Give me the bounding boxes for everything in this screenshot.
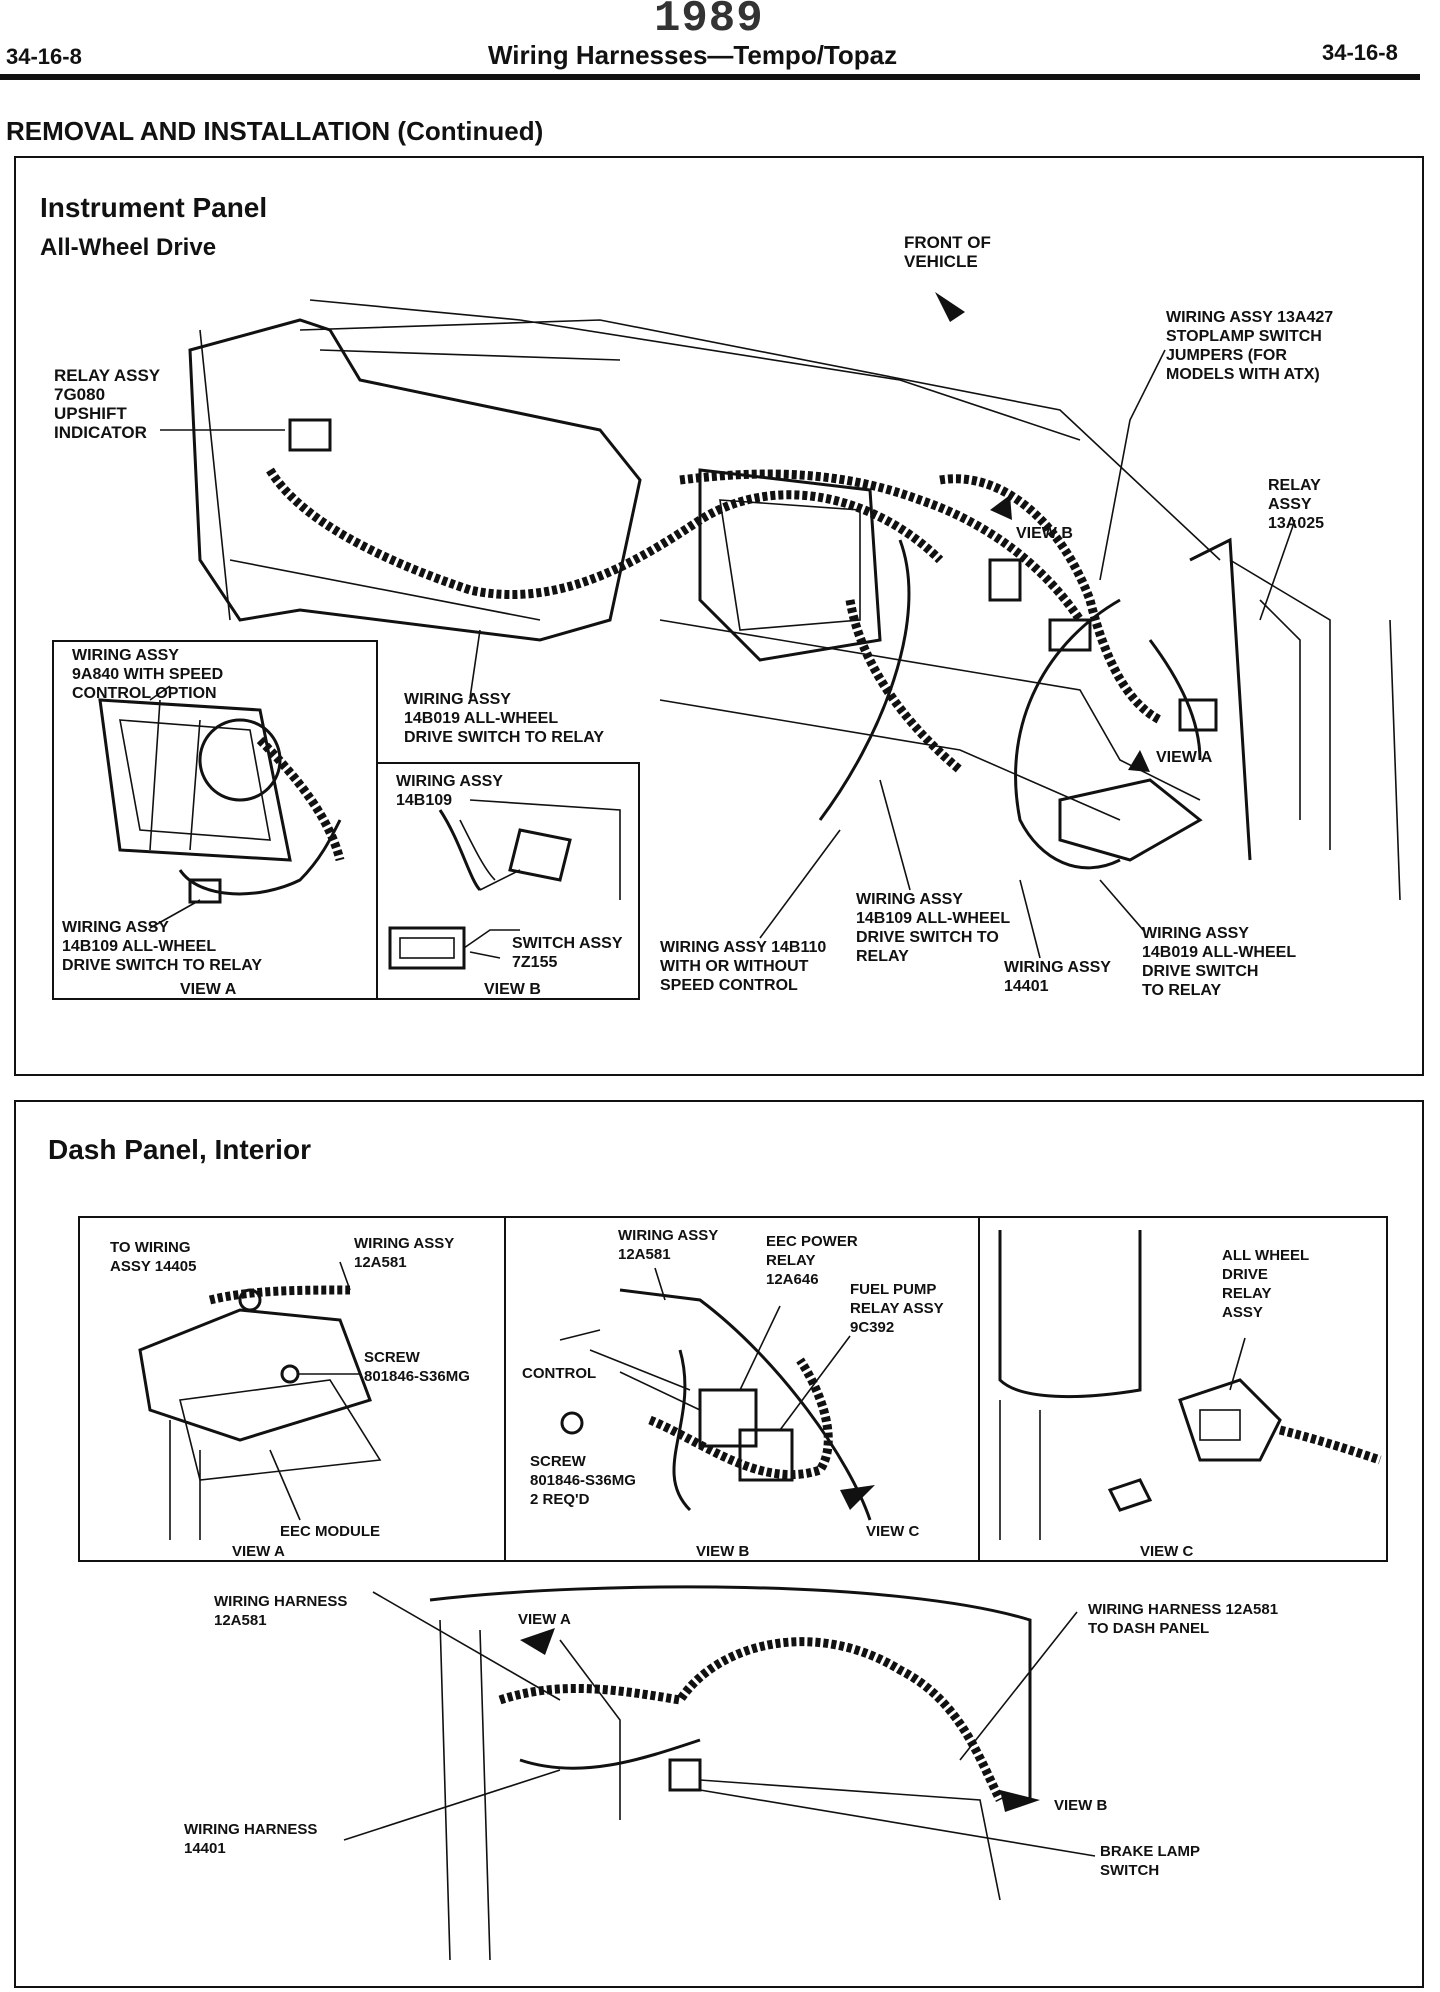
view-a-bottom-label: WIRING ASSY 14B109 ALL-WHEEL DRIVE SWITC… — [62, 919, 263, 974]
instrument-panel-figure — [14, 156, 1424, 1076]
bottom-view-b: VIEW B — [1054, 1797, 1108, 1814]
panel2-view-c-inset — [978, 1216, 1388, 1562]
dash-view-b-fuel-pump: FUEL PUMP RELAY ASSY 9C392 — [850, 1281, 944, 1336]
label-wiring-14b110: WIRING ASSY 14B110 WITH OR WITHOUT SPEED… — [660, 939, 827, 994]
section-title: REMOVAL AND INSTALLATION (Continued) — [6, 116, 544, 146]
label-view-a-arrow: VIEW A — [1156, 749, 1213, 766]
label-wiring-14401: WIRING ASSY 14401 — [1004, 959, 1111, 995]
dash-panel-figure — [14, 1100, 1424, 1988]
view-b-switch-label: SWITCH ASSY 7Z155 — [512, 935, 623, 971]
bottom-harness-14401: WIRING HARNESS 14401 — [184, 1821, 318, 1857]
bottom-brake-lamp: BRAKE LAMP SWITCH — [1100, 1843, 1200, 1879]
panel1-title: Instrument Panel — [40, 192, 268, 223]
dash-view-b-wiring-12a581: WIRING ASSY 12A581 — [618, 1227, 719, 1263]
page-title: Wiring Harnesses—Tempo/Topaz — [488, 40, 898, 70]
view-a-top-label: WIRING ASSY 9A840 WITH SPEED CONTROL OPT… — [72, 647, 224, 702]
bottom-harness-12a581: WIRING HARNESS 12A581 — [214, 1593, 348, 1629]
label-wiring-14b109-mid: WIRING ASSY 14B109 ALL-WHEEL DRIVE SWITC… — [856, 891, 1011, 965]
dash-view-b-control: CONTROL — [522, 1365, 597, 1382]
dash-view-b-eec-relay: EEC POWER RELAY 12A646 — [766, 1233, 858, 1288]
dash-view-c-relay: ALL WHEEL DRIVE RELAY ASSY — [1222, 1247, 1310, 1321]
dash-view-c-caption: VIEW C — [1140, 1543, 1194, 1560]
view-b-top-label: WIRING ASSY 14B109 — [396, 773, 503, 809]
bottom-harness-dash: WIRING HARNESS 12A581 TO DASH PANEL — [1088, 1601, 1279, 1637]
header-rule — [0, 74, 1420, 80]
label-wiring-14b019-right: WIRING ASSY 14B019 ALL-WHEEL DRIVE SWITC… — [1142, 925, 1297, 999]
label-relay-13a025: RELAY ASSY 13A025 — [1268, 477, 1325, 532]
label-view-b-arrow: VIEW B — [1016, 525, 1073, 542]
dash-view-a-to-wiring: TO WIRING ASSY 14405 — [110, 1239, 197, 1275]
view-b-caption: VIEW B — [484, 981, 541, 998]
year-stamp: 1989 — [654, 0, 764, 44]
label-front-of-vehicle: FRONT OF VEHICLE — [904, 233, 991, 271]
panel2-title: Dash Panel, Interior — [48, 1134, 311, 1165]
dash-view-a-wiring-12a581: WIRING ASSY 12A581 — [354, 1235, 455, 1271]
dash-view-b-screw: SCREW 801846-S36MG 2 REQ'D — [530, 1453, 636, 1508]
page-number-right: 34-16-8 — [1322, 40, 1398, 65]
view-a-caption: VIEW A — [180, 981, 237, 998]
label-relay-7g080: RELAY ASSY 7G080 UPSHIFT INDICATOR — [54, 366, 161, 442]
panel1-subtitle: All-Wheel Drive — [40, 234, 217, 261]
dash-view-b-caption: VIEW B — [696, 1543, 750, 1560]
dash-view-a-screw: SCREW 801846-S36MG — [364, 1349, 470, 1385]
dash-view-b-view-c: VIEW C — [866, 1523, 920, 1540]
dash-view-a-eec-module: EEC MODULE — [280, 1523, 381, 1540]
page-number-left: 34-16-8 — [6, 44, 82, 69]
panel1-view-b-inset — [376, 762, 640, 1000]
bottom-view-a: VIEW A — [518, 1611, 571, 1628]
label-wiring-14b019-mid: WIRING ASSY 14B019 ALL-WHEEL DRIVE SWITC… — [404, 691, 605, 746]
label-wiring-13a427: WIRING ASSY 13A427 STOPLAMP SWITCH JUMPE… — [1166, 309, 1334, 383]
dash-view-a-caption: VIEW A — [232, 1543, 285, 1560]
